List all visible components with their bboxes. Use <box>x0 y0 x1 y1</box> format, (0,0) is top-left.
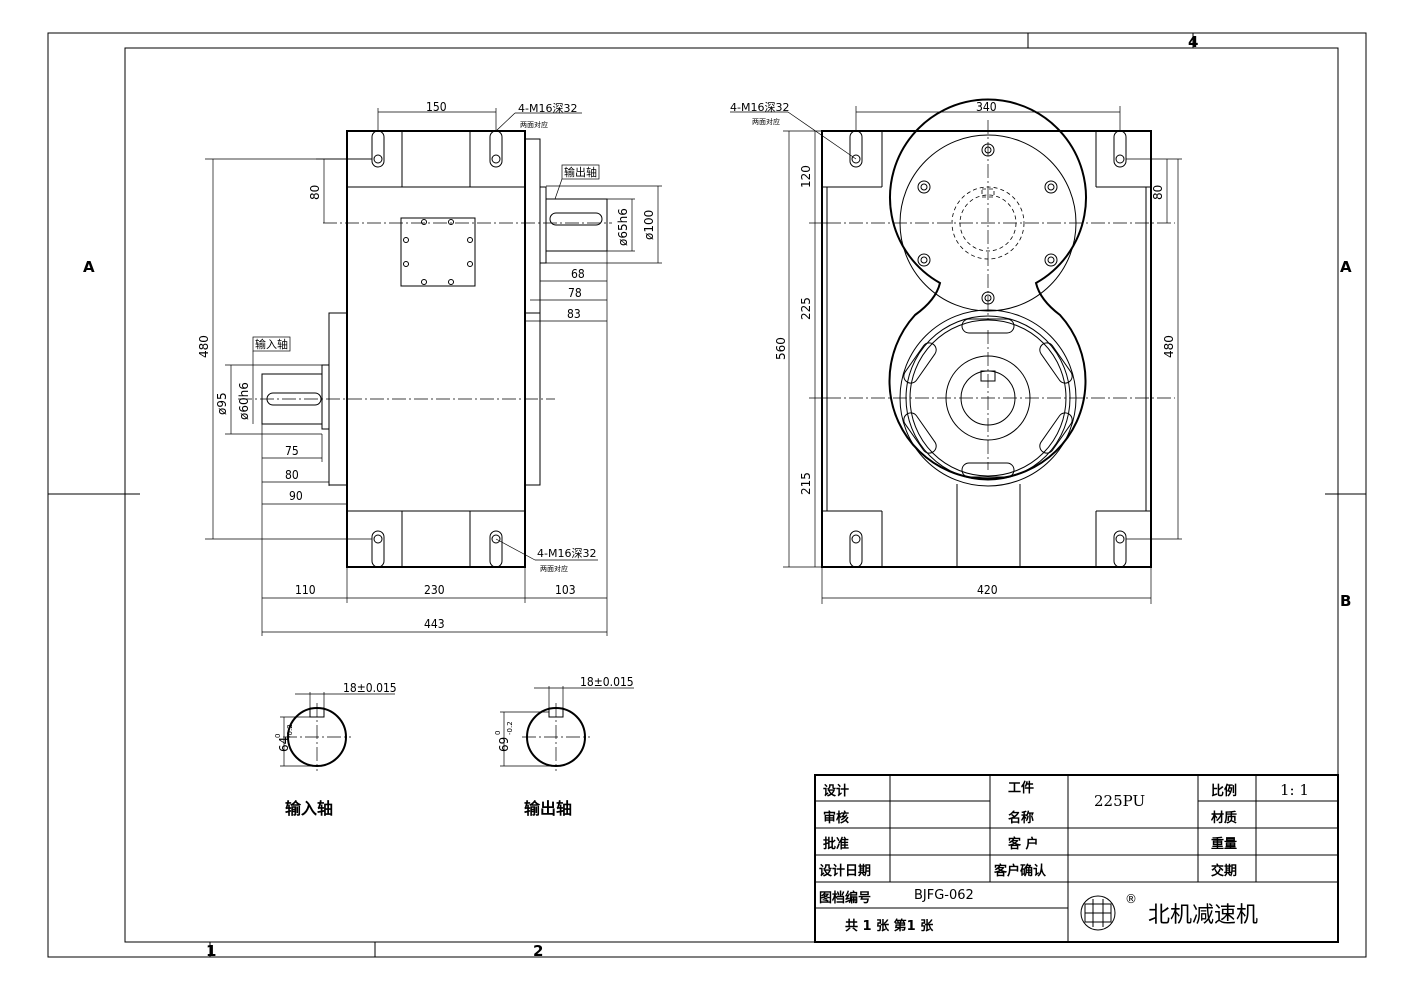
dim-150: 150 <box>426 100 447 114</box>
tb-part-name-1: 工件 <box>1008 780 1034 796</box>
dim-83: 83 <box>567 307 581 321</box>
dim-443: 443 <box>424 617 445 631</box>
output-tol-dn: -0.2 <box>506 721 514 735</box>
dim-d60h6: ø60h6 <box>237 382 251 420</box>
tb-company: 北机减速机 <box>1148 903 1258 928</box>
dim-d95: ø95 <box>215 392 229 415</box>
output-shaft-section: 18±0.015 69 0 -0.2 输出轴 <box>494 675 634 818</box>
output-dia: 69 <box>497 737 511 752</box>
inner-border <box>124 47 1339 943</box>
tb-weight: 重量 <box>1211 836 1237 852</box>
dim-78: 78 <box>568 286 582 300</box>
zone-col-2: 2 <box>533 942 543 960</box>
company-logo-icon <box>1080 895 1116 931</box>
tb-reg-mark: ® <box>1125 892 1137 906</box>
dim-120: 120 <box>799 165 813 188</box>
zone-row-a-right: A <box>1340 258 1352 276</box>
tb-approve: 批准 <box>823 836 849 852</box>
output-tol-up: 0 <box>494 731 502 735</box>
dim-225: 225 <box>799 297 813 320</box>
zone-col-1: 1 <box>206 942 216 960</box>
zone-row-b-right: B <box>1340 592 1351 610</box>
dim-215: 215 <box>799 472 813 495</box>
input-tol-up: 0 <box>274 734 282 738</box>
dim-103: 103 <box>555 583 576 597</box>
side-bolt-note-sub: 两面对应 <box>752 117 780 126</box>
side-housing <box>821 130 1152 568</box>
tb-design-date: 设计日期 <box>819 863 871 879</box>
dim-110: 110 <box>295 583 316 597</box>
dim-340: 340 <box>976 100 997 114</box>
tb-drawing-no: BJFG-062 <box>914 888 974 903</box>
tb-material: 材质 <box>1211 810 1237 826</box>
tb-part-name-value: 225PU <box>1094 792 1145 810</box>
bolt-note-top: 4-M16深32 <box>518 102 577 115</box>
zone-col-4: 4 <box>1188 33 1198 51</box>
bolt-note-bottom: 4-M16深32 <box>537 547 596 560</box>
input-dia: 64 <box>277 737 291 752</box>
tb-drawing-no-label: 图档编号 <box>819 890 871 906</box>
dim-80-shaft: 80 <box>285 468 299 482</box>
input-section-label: 输入轴 <box>285 799 333 818</box>
zone-row-a-left: A <box>83 258 95 276</box>
tb-design: 设计 <box>823 783 849 799</box>
dim-68: 68 <box>571 267 585 281</box>
dim-480-front: 480 <box>197 335 211 358</box>
dim-420: 420 <box>977 583 998 597</box>
dim-90: 90 <box>289 489 303 503</box>
output-shaft-label: 输出轴 <box>564 165 597 179</box>
tb-part-name-2: 名称 <box>1008 810 1034 826</box>
dim-d65h6: ø65h6 <box>616 208 630 246</box>
tb-delivery: 交期 <box>1211 863 1237 879</box>
front-view: 150 4-M16深32 两面对应 80 480 ø95 ø60h6 输入轴 7… <box>197 100 662 636</box>
dim-230: 230 <box>424 583 445 597</box>
dim-75: 75 <box>285 444 299 458</box>
input-key-dim: 18±0.015 <box>343 681 397 695</box>
title-block: 设计 审核 批准 设计日期 工件 名称 225PU 客 户 客户确认 比例 1:… <box>814 774 1339 943</box>
input-shaft-section: 18±0.015 64 0 -0.2 输入轴 <box>274 681 397 818</box>
tb-scale: 比例 <box>1211 783 1237 799</box>
bolt-note-bottom-sub: 两面对应 <box>540 564 568 573</box>
input-tol-dn: -0.2 <box>286 724 294 738</box>
side-bolt-note: 4-M16深32 <box>730 101 789 114</box>
tb-sheets: 共 1 张 第1 张 <box>845 918 934 934</box>
outer-border <box>47 32 1367 958</box>
tb-review: 审核 <box>823 810 849 826</box>
side-view: 340 4-M16深32 两面对应 120 225 215 560 80 480… <box>730 98 1182 604</box>
output-key-dim: 18±0.015 <box>580 675 634 689</box>
dim-80-front: 80 <box>308 185 322 200</box>
tb-scale-value: 1: 1 <box>1280 781 1309 799</box>
output-section-label: 输出轴 <box>524 799 572 818</box>
input-shaft-label: 输入轴 <box>255 337 288 351</box>
bolt-note-top-sub: 两面对应 <box>520 120 548 129</box>
dim-80-side: 80 <box>1151 185 1165 200</box>
tb-customer-confirm: 客户确认 <box>994 863 1047 879</box>
dim-d100: ø100 <box>642 210 656 240</box>
tb-customer: 客 户 <box>1008 836 1039 852</box>
dim-480-side: 480 <box>1162 335 1176 358</box>
dim-560: 560 <box>774 337 788 360</box>
housing-body <box>346 130 526 568</box>
